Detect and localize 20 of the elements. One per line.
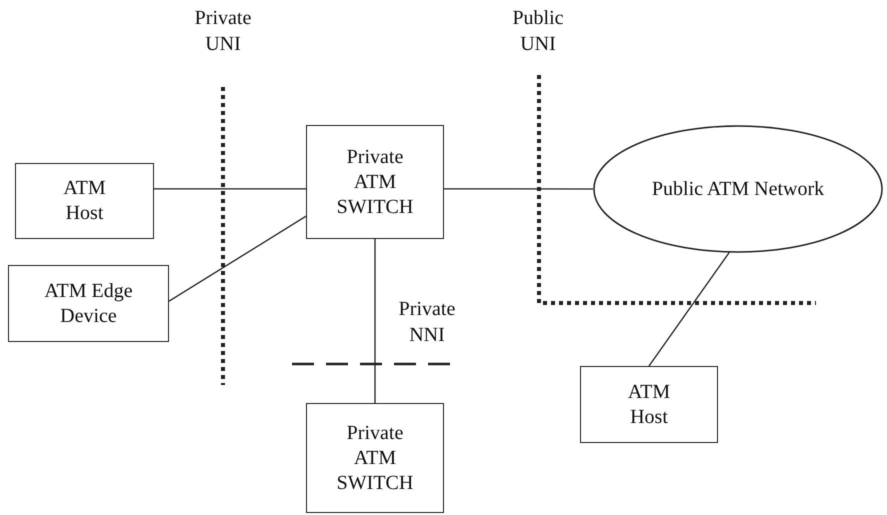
node-label: Public ATM Network — [652, 176, 824, 202]
device-box — [306, 125, 444, 239]
device-box — [15, 163, 154, 239]
connector-line — [648, 252, 730, 366]
device-box — [580, 366, 718, 443]
node-label: ATM Edge Device — [43, 278, 134, 328]
node-label: Private ATM SWITCH — [336, 420, 414, 496]
connector-line — [168, 216, 306, 302]
connector-line — [444, 188, 593, 190]
device-box — [306, 403, 444, 513]
node-label: ATM Host — [62, 176, 107, 226]
interface-label: Private UNI — [194, 6, 252, 57]
interface-label: Public UNI — [511, 6, 565, 57]
interface-label: Private NNI — [398, 297, 456, 348]
node-label: Private ATM SWITCH — [336, 144, 414, 220]
connector-line — [374, 239, 376, 403]
node-label: ATM Host — [626, 380, 672, 430]
device-box — [8, 265, 169, 342]
network-ellipse — [593, 125, 883, 253]
connector-line — [154, 188, 306, 190]
